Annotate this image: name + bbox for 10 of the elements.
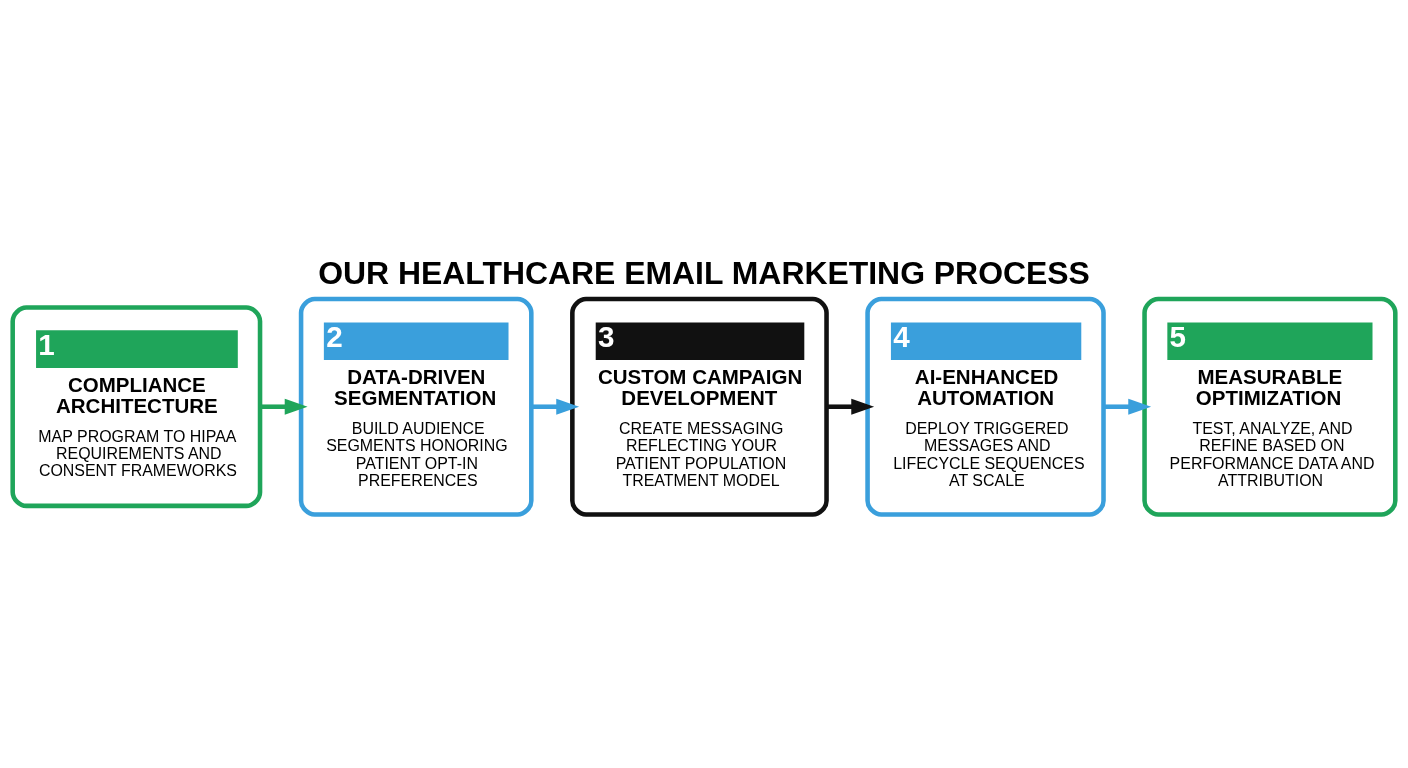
diagram-title: OUR HEALTHCARE EMAIL MARKETING PROCESS bbox=[318, 254, 1090, 291]
node-box: 1 COMPLIANCE ARCHITECTURE MAP PROGRAM TO HIPAA REQUIREMENTS AND CONSENT FRAMEWORKS bbox=[10, 304, 263, 508]
arrow bbox=[260, 398, 308, 415]
node-box: 3 CUSTOM CAMPAIGN DEVELOPMENT CREATE MESSAGING REFLECTING YOUR PATIENT POPULATION TREATMENT MODEL bbox=[570, 296, 829, 517]
arrow bbox=[531, 398, 580, 415]
node-box: 4 AI-ENHANCED AUTOMATION DEPLOY TRIGGERED MESSAGES AND LIFECYCLE SEQUENCES AT SCALE bbox=[865, 296, 1106, 517]
node-box: 2 DATA-DRIVEN SEGMENTATION BUILD AUDIENCE SEGMENTS HONORING PATIENT OPT-IN PREFERENCES bbox=[298, 296, 534, 517]
arrow bbox=[1103, 398, 1152, 415]
arrow bbox=[826, 398, 875, 415]
node-box: 5 MEASURABLE OPTIMIZATION TEST, ANALYZE, AND REFINE BASED ON PERFORMANCE DATA AND ATTRIBUTION bbox=[1142, 296, 1398, 517]
